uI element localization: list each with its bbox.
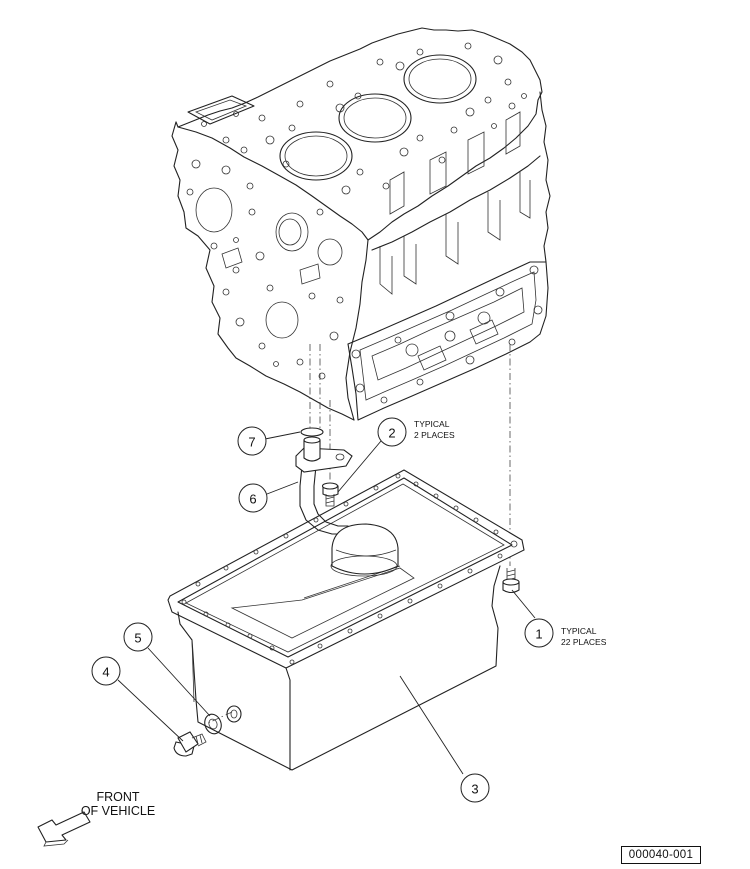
centerline-drain [205,711,233,725]
note-1-line1: TYPICAL [561,626,597,636]
callout-number-1: 1 [535,627,542,642]
leader-5 [147,647,211,717]
note-2-line2: 2 PLACES [414,430,455,440]
leader-6 [266,481,299,495]
callout-6: 6 [238,483,268,513]
front-of-vehicle-label: FRONT OF VEHICLE [81,790,155,818]
leader-4 [117,679,184,742]
pickup-bolt [321,482,339,507]
callout-1: 1 TYPICAL 22 PLACES [524,618,607,648]
callout-2: 2 TYPICAL 2 PLACES [377,417,455,447]
part-code-label: 000040-001 [621,846,701,864]
leader-2 [337,440,382,493]
callout-3: 3 [460,773,490,803]
callout-number-6: 6 [249,492,256,507]
leader-7 [264,431,301,440]
callout-number-3: 3 [471,782,478,797]
callout-7: 7 [237,426,267,456]
o-ring [300,427,324,437]
front-label-line1: FRONT [96,790,139,804]
front-arrow-icon [37,811,91,843]
callout-5: 5 [123,622,153,652]
leader-1 [511,589,536,619]
callout-4: 4 [91,656,121,686]
front-label-line2: OF VEHICLE [81,804,155,818]
leader-3 [399,675,464,775]
engine-block [171,27,551,421]
callout-number-5: 5 [134,631,141,646]
callout-number-2: 2 [388,426,395,441]
note-1-line2: 22 PLACES [561,637,607,647]
callout-number-4: 4 [102,665,109,680]
note-2-line1: TYPICAL [414,419,450,429]
drain-washer [204,713,222,735]
callout-number-7: 7 [248,435,255,450]
pan-bolt [502,568,520,594]
drain-plug [173,731,207,757]
oil-pickup [295,436,399,577]
